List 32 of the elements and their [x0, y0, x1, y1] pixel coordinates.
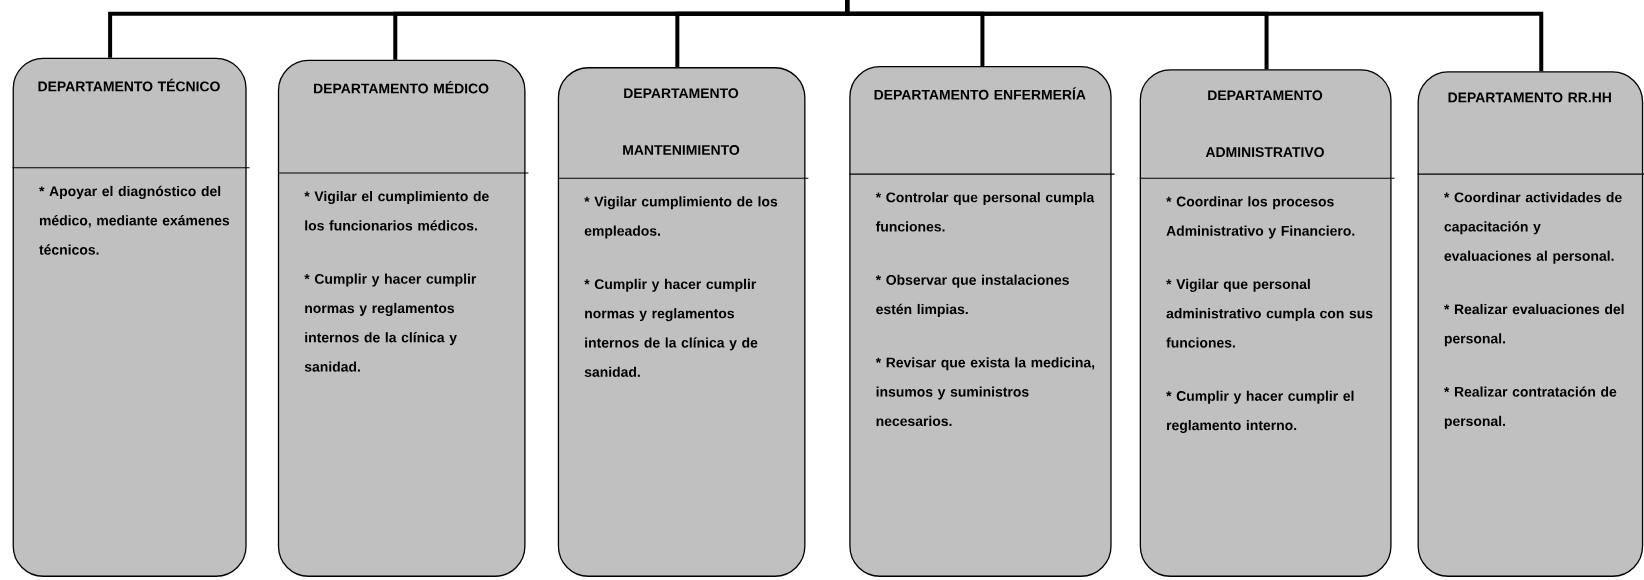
- node-label: * Cumplir y hacer cumplir normas y reglamentos internos de la clínica y de sanidad.: [584, 278, 758, 377]
- department-box: [1416, 71, 1644, 577]
- node-label: * Vigilar que personal administrativo cumpla con sus funciones.: [1166, 278, 1373, 348]
- node-label: * Revisar que exista la medicina, insumos y suministros necesarios.: [875, 357, 1095, 427]
- node-label: * Cumplir y hacer cumplir normas y reglamentos internos de la clínica y sanidad.: [304, 273, 477, 372]
- department-heading: DEPARTAMENTO MÉDICO: [314, 80, 489, 94]
- department-heading: DEPARTAMENTO RR.HH: [1448, 92, 1611, 103]
- node-label: * Observar que instalaciones estén limpias.: [875, 274, 1069, 317]
- department-box: [1139, 69, 1396, 577]
- node-label: * Coordinar los procesos Administrativo y Financiero.: [1166, 196, 1355, 239]
- node-label: * Vigilar el cumplimiento de los funcionarios médicos.: [304, 191, 489, 231]
- duty-list: * Vigilar el cumplimiento de los funcionarios médicos. * Cumplir y hacer cumplir normas y reglamentos internos de la clínica y sanidad.: [304, 191, 489, 372]
- duty-list: * Controlar que personal cumpla funciones. * Observar que instalaciones estén limpias. * Revisar que exista la medicina, insumos y suministros necesarios.: [875, 192, 1095, 427]
- department-heading: DEPARTAMENTO ADMINISTRATIVO: [1205, 90, 1324, 158]
- duty-list: * Apoyar el diagnóstico del médico, mediante exámenes técnicos.: [39, 185, 230, 255]
- node-label: * Cumplir y hacer cumplir el reglamento interno.: [1166, 390, 1354, 434]
- node-label: * Coordinar actividades de capacitación y evaluaciones al personal.: [1443, 192, 1622, 264]
- department-box: [848, 66, 1116, 577]
- node-label: * Controlar que personal cumpla funciones.: [875, 192, 1095, 232]
- department-box: [557, 67, 809, 577]
- department-heading: DEPARTAMENTO ENFERMERÍA: [874, 87, 1086, 100]
- department-box: [277, 59, 530, 577]
- department-heading: DEPARTAMENTO MANTENIMIENTO: [623, 88, 740, 155]
- connector-line: [845, 0, 1544, 72]
- duty-list: * Vigilar cumplimiento de los empleados. * Cumplir y hacer cumplir normas y reglamentos internos de la clínica y de sanidad.: [584, 196, 778, 377]
- department-box: [12, 57, 251, 577]
- node-label: * Realizar evaluaciones del personal.: [1443, 303, 1624, 347]
- duty-list: * Coordinar actividades de capacitación y evaluaciones al personal. * Realizar evaluaciones del personal. * Realizar contratación de personal.: [1444, 192, 1624, 429]
- node-label: * Vigilar cumplimiento de los empleados.: [584, 196, 778, 239]
- department-heading: DEPARTAMENTO TÉCNICO: [38, 78, 220, 92]
- duty-list: * Coordinar los procesos Administrativo y Financiero. * Vigilar que personal administrativo cumpla con sus funciones. * Cumplir y hacer cumplir el reglamento interno.: [1166, 196, 1373, 434]
- node-label: * Realizar contratación de personal.: [1443, 386, 1617, 429]
